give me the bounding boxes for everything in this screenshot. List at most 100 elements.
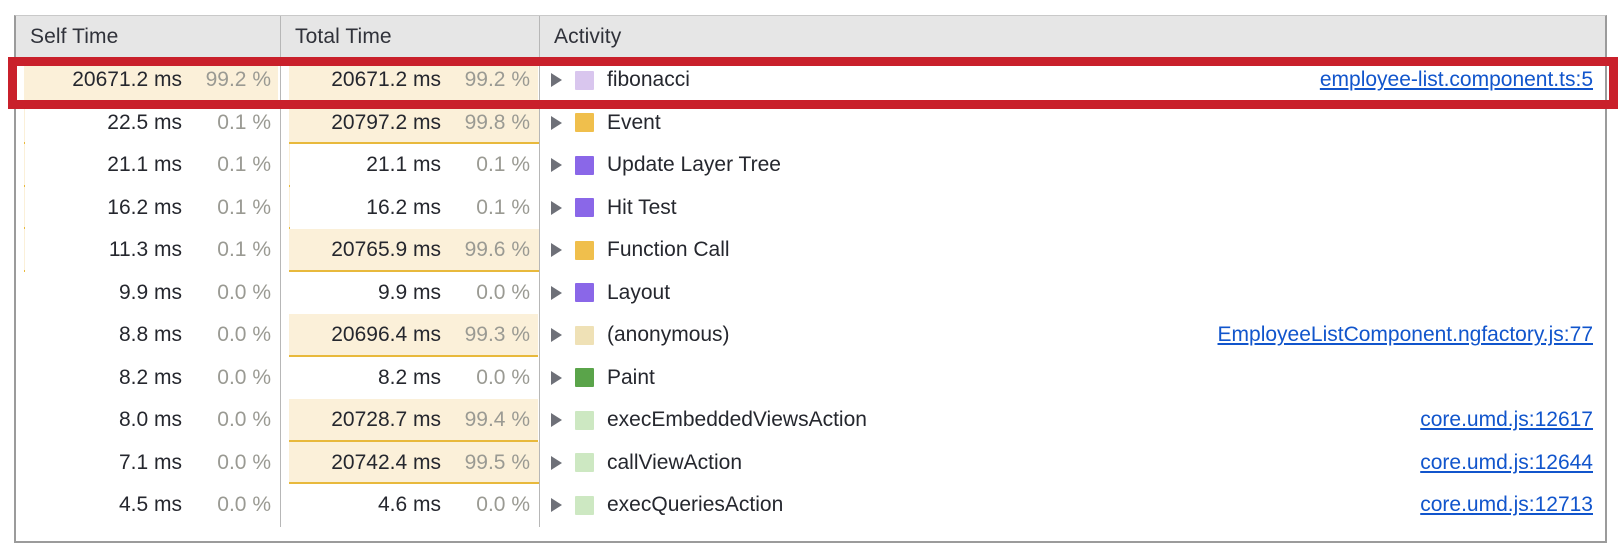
cell-self-time: 22.5 ms 0.1 % [16,101,280,144]
self-time-percent: 0.0 % [217,408,271,432]
source-link[interactable]: EmployeeListComponent.ngfactory.js:77 [1217,323,1593,347]
source-link[interactable]: core.umd.js:12617 [1420,408,1593,432]
expand-triangle-icon[interactable] [551,200,562,215]
activity-color-swatch-icon [575,240,594,260]
cell-self-time: 16.2 ms 0.1 % [16,186,280,229]
call-tree-table: Self Time Total Time Activity 20671.2 ms… [14,15,1607,543]
self-time-value: 16.2 ms [107,195,182,219]
expand-triangle-icon[interactable] [551,370,562,385]
total-time-value: 20765.9 ms [331,238,441,262]
self-time-percent: 0.0 % [217,365,271,389]
self-time-percent: 0.0 % [217,493,271,517]
column-header-self-time[interactable]: Self Time [16,16,280,58]
expand-triangle-icon[interactable] [551,73,562,88]
self-time-value: 8.8 ms [118,323,182,347]
cell-activity: fibonacci employee-list.component.ts:5 [539,59,1605,102]
expand-triangle-icon[interactable] [551,285,562,300]
source-link[interactable]: employee-list.component.ts:5 [1319,68,1593,92]
cell-activity: Hit Test [539,186,1605,229]
total-time-percent: 99.8 % [464,110,530,134]
column-header-total-time[interactable]: Total Time [280,16,539,58]
total-time-value: 21.1 ms [366,153,441,177]
expand-triangle-icon[interactable] [551,158,562,173]
table-header-row: Self Time Total Time Activity [16,16,1605,59]
column-header-total-time-label: Total Time [295,25,392,48]
cell-activity: Event [539,101,1605,144]
total-time-value: 16.2 ms [366,195,441,219]
activity-name: Function Call [607,238,730,262]
source-link[interactable]: core.umd.js:12644 [1420,450,1593,474]
self-time-value: 9.9 ms [118,280,182,304]
activity-color-swatch-icon [575,155,594,175]
activity-color-swatch-icon [575,70,594,90]
expand-triangle-icon[interactable] [551,413,562,428]
total-time-value: 20797.2 ms [331,110,441,134]
self-time-value: 22.5 ms [107,110,182,134]
cell-self-time: 8.2 ms 0.0 % [16,357,280,400]
column-header-activity-label: Activity [554,25,622,48]
total-time-percent: 99.4 % [464,408,530,432]
total-time-percent: 99.5 % [464,450,530,474]
cell-total-time: 20765.9 ms 99.6 % [280,229,539,272]
activity-name: (anonymous) [607,323,730,347]
self-time-value: 20671.2 ms [72,68,182,92]
total-time-percent: 99.3 % [464,323,530,347]
total-time-value: 9.9 ms [377,280,441,304]
total-time-percent: 99.6 % [464,238,530,262]
expand-triangle-icon[interactable] [551,243,562,258]
activity-color-swatch-icon [575,325,594,345]
total-time-percent: 0.0 % [476,280,530,304]
self-time-percent: 0.1 % [217,238,271,262]
self-time-percent: 0.1 % [217,195,271,219]
self-time-percent: 0.1 % [217,110,271,134]
self-time-percent: 0.0 % [217,450,271,474]
activity-color-swatch-icon [575,198,594,218]
expand-triangle-icon[interactable] [551,455,562,470]
table-row[interactable]: 22.5 ms 0.1 % 20797.2 ms 99.8 % Event [16,101,1605,144]
total-time-value: 8.2 ms [377,365,441,389]
self-time-value: 7.1 ms [118,450,182,474]
total-time-value: 20671.2 ms [331,68,441,92]
activity-name: fibonacci [607,68,690,92]
activity-name: execEmbeddedViewsAction [607,408,867,432]
activity-name: callViewAction [607,450,743,474]
expand-triangle-icon[interactable] [551,115,562,130]
cell-activity: (anonymous) EmployeeListComponent.ngfacto… [539,314,1605,357]
cell-activity: Layout [539,271,1605,314]
expand-triangle-icon[interactable] [551,328,562,343]
expand-triangle-icon[interactable] [551,498,562,513]
cell-activity: Function Call [539,229,1605,272]
total-time-value: 4.6 ms [377,493,441,517]
source-link[interactable]: core.umd.js:12713 [1420,493,1593,517]
activity-color-swatch-icon [575,495,594,515]
self-time-value: 8.2 ms [118,365,182,389]
self-time-value: 11.3 ms [108,238,182,262]
activity-name: Hit Test [607,195,677,219]
cell-self-time: 7.1 ms 0.0 % [16,442,280,485]
table-row[interactable]: 11.3 ms 0.1 % 20765.9 ms 99.6 % Function Cal… [16,229,1605,272]
activity-color-swatch-icon [575,410,594,430]
cell-total-time: 20797.2 ms 99.8 % [280,101,539,144]
column-header-activity[interactable]: Activity [539,16,1605,58]
cell-activity: execEmbeddedViewsAction core.umd.js:12617 [539,399,1605,442]
